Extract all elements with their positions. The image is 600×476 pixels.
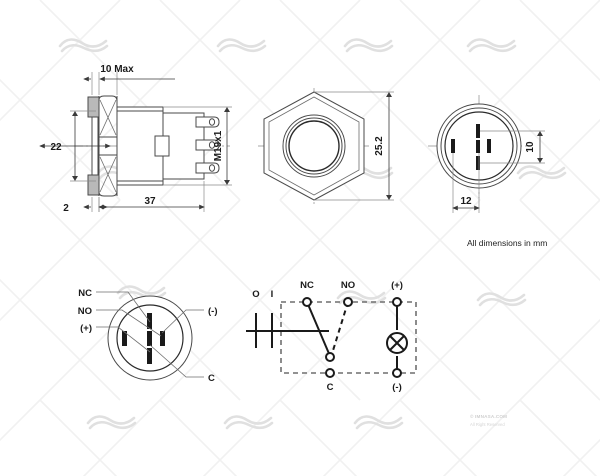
term-pin-right bbox=[160, 331, 165, 346]
terminal-hole-bottom bbox=[208, 164, 216, 172]
actuator-symbol: O I bbox=[246, 289, 281, 348]
sch-label-no: NO bbox=[341, 280, 355, 291]
dimension-m19x1: M19x1 bbox=[163, 106, 232, 186]
dim-label-2: 2 bbox=[63, 203, 69, 214]
pin-bottom bbox=[476, 156, 480, 170]
dimension-10-max: 10 Max bbox=[83, 64, 175, 95]
node-nc bbox=[302, 297, 312, 307]
node-pivot bbox=[325, 352, 335, 362]
dimension-2: 2 bbox=[63, 197, 108, 214]
term-label-no: NO bbox=[78, 306, 92, 317]
dim-label-25-2: 25.2 bbox=[374, 136, 385, 156]
term-label-common: C bbox=[208, 373, 215, 384]
term-ring-inner bbox=[116, 304, 184, 372]
actuator-label-off: O bbox=[252, 289, 259, 300]
button-face bbox=[288, 120, 340, 172]
node-common bbox=[325, 368, 335, 378]
footer-credit: © IMNASA.COM All Right Reserved bbox=[470, 413, 507, 427]
terminal-hole-top bbox=[208, 118, 216, 126]
dim-label-37: 37 bbox=[144, 196, 156, 207]
rear-boss bbox=[154, 135, 170, 157]
sch-label-minus: (-) bbox=[392, 382, 402, 393]
dimension-12: 12 bbox=[452, 153, 480, 213]
wiring-schematic: O I NC bbox=[246, 280, 417, 393]
dimension-37: 37 bbox=[98, 181, 205, 212]
bezel-ring-outer bbox=[282, 114, 346, 178]
dim-label-22: 22 bbox=[50, 142, 62, 153]
dim-label-10: 10 bbox=[525, 141, 536, 153]
flange-bottom bbox=[87, 174, 100, 196]
node-plus bbox=[392, 297, 402, 307]
dimension-10: 10 bbox=[480, 130, 545, 164]
terminal-identification-diagram: NC NO (+) (-) C bbox=[78, 288, 218, 384]
dimension-25-2: 25.2 bbox=[314, 91, 394, 201]
pin-top bbox=[476, 124, 480, 138]
pin-left bbox=[451, 139, 455, 153]
pin-center bbox=[476, 140, 480, 153]
bezel-ring-mid bbox=[285, 117, 343, 175]
side-section-view: 10 Max 22 2 bbox=[39, 64, 232, 214]
term-pin-center bbox=[147, 331, 152, 346]
footer-copyright: © IMNASA.COM bbox=[470, 413, 507, 419]
contact-arm-no bbox=[330, 301, 349, 358]
front-hex-nut-view: 25.2 bbox=[258, 88, 394, 204]
node-no bbox=[343, 297, 353, 307]
sch-label-plus: (+) bbox=[391, 280, 403, 291]
hatch-2 bbox=[99, 99, 117, 136]
hex-nut-inner bbox=[268, 96, 360, 196]
dim-label-m19x1: M19x1 bbox=[213, 130, 224, 161]
terminal-tab-bottom bbox=[195, 162, 220, 174]
dim-label-10-max: 10 Max bbox=[100, 64, 134, 75]
contact-arm-nc bbox=[306, 301, 331, 357]
footer-rights: All Right Reserved bbox=[470, 422, 505, 427]
sch-label-nc: NC bbox=[300, 280, 314, 291]
dimensions-note: All dimensions in mm bbox=[467, 238, 547, 248]
terminal-tab-top bbox=[195, 116, 220, 128]
term-label-minus: (-) bbox=[208, 306, 218, 317]
term-pin-left bbox=[122, 331, 127, 346]
term-label-plus: (+) bbox=[80, 323, 92, 334]
term-pin-bottom bbox=[147, 348, 152, 364]
term-label-nc: NC bbox=[78, 288, 92, 299]
hatch-4 bbox=[99, 156, 117, 193]
sch-label-common: C bbox=[327, 382, 334, 393]
lamp-x-2 bbox=[389, 335, 405, 351]
flange-top bbox=[87, 96, 100, 118]
pin-right bbox=[487, 139, 491, 153]
terminal-hole-mid bbox=[208, 141, 216, 149]
term-leaders bbox=[96, 291, 204, 378]
rear-pins bbox=[451, 124, 491, 170]
actuator-label-on: I bbox=[271, 289, 274, 300]
rear-terminal-view: 10 12 All dimensions in mm bbox=[428, 95, 547, 248]
node-minus bbox=[392, 368, 402, 378]
dim-label-12: 12 bbox=[460, 196, 472, 207]
terminal-tabs bbox=[195, 116, 220, 174]
dimension-22: 22 bbox=[39, 110, 111, 182]
